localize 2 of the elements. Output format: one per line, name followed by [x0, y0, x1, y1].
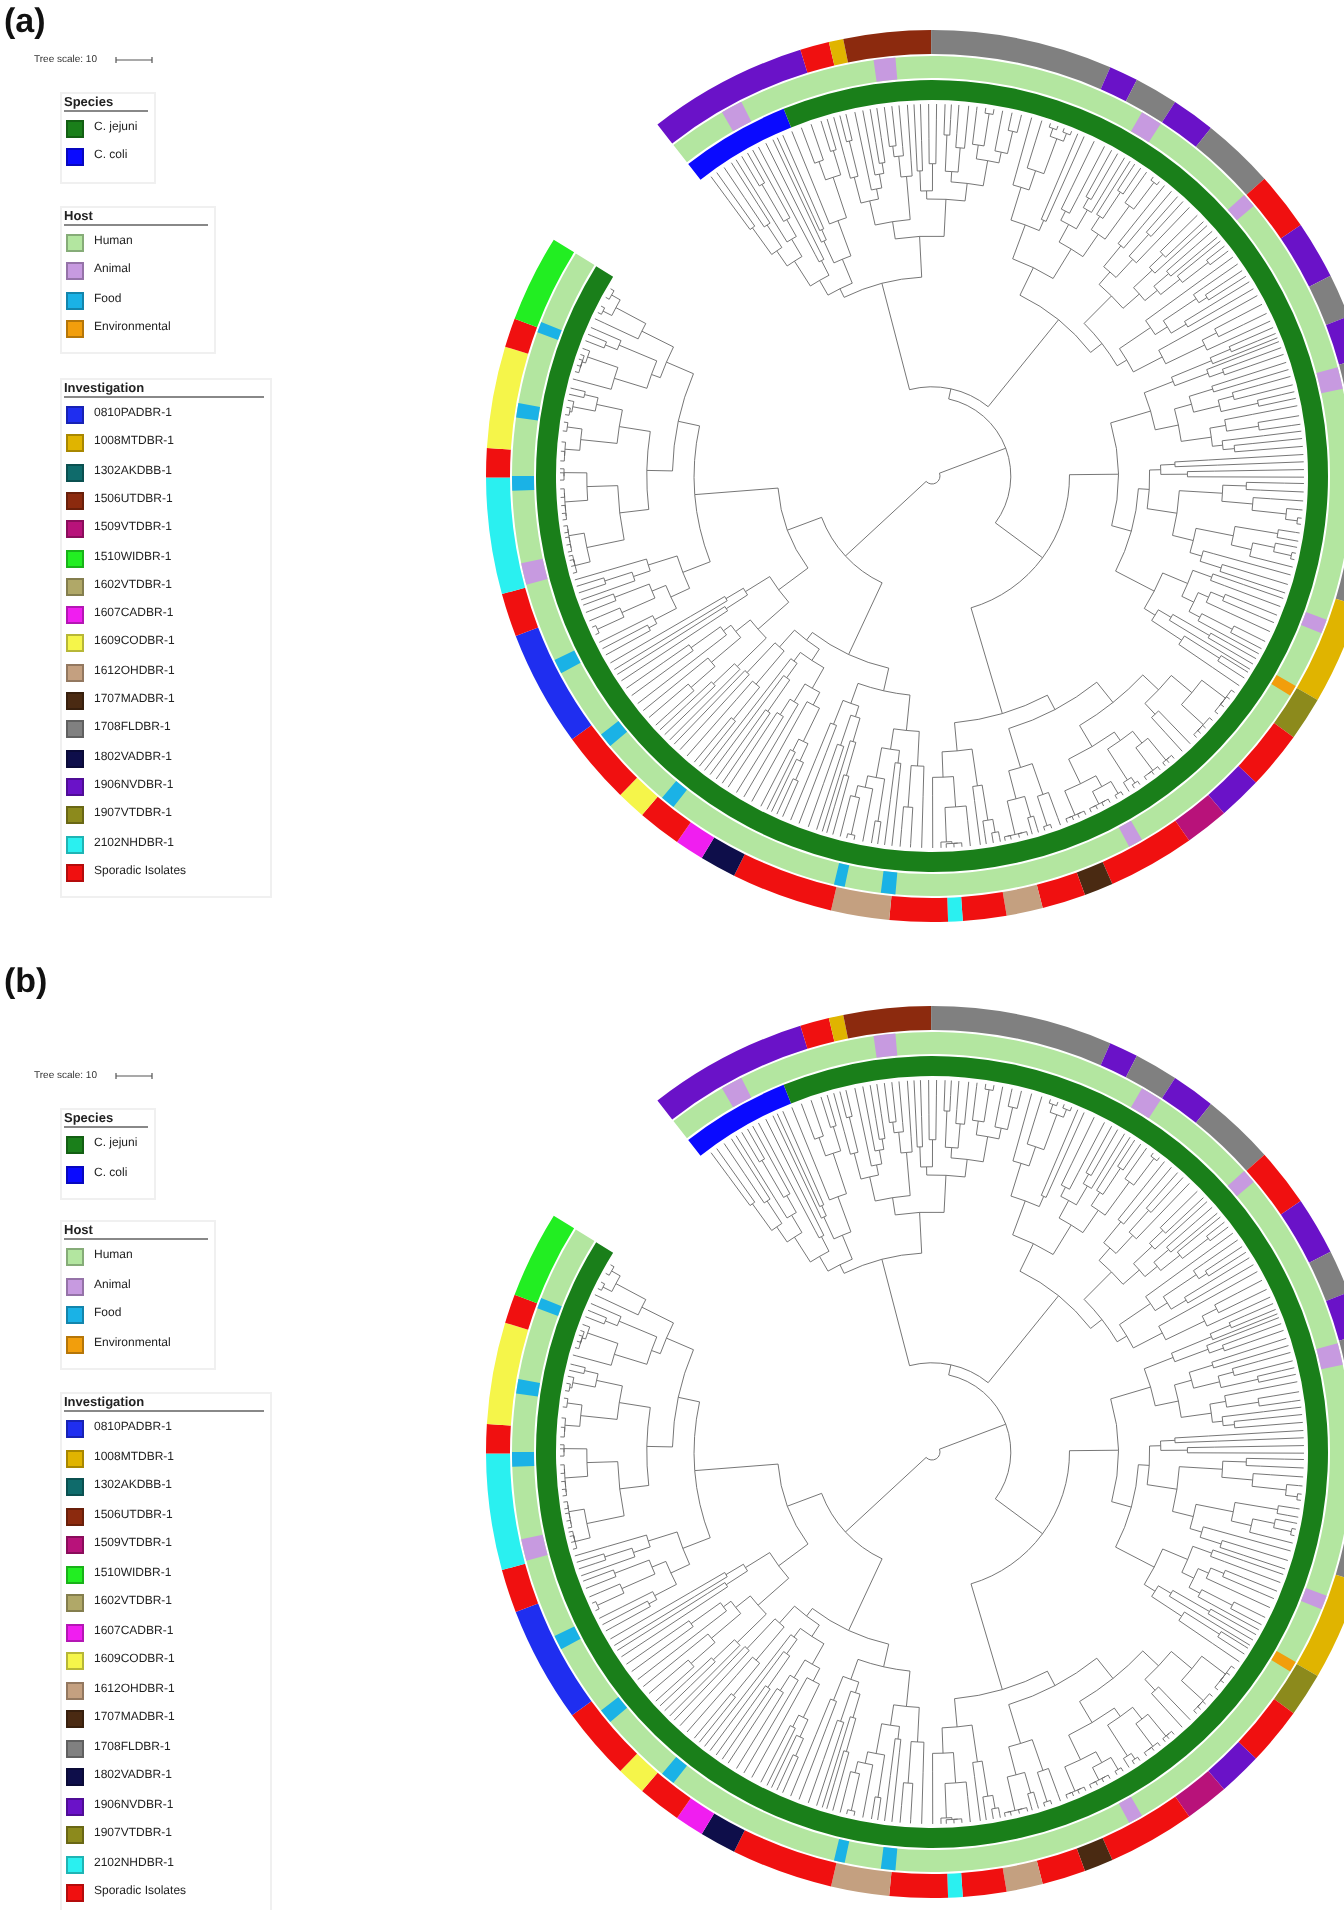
panel-label: (a)	[4, 2, 46, 42]
panel-label: (b)	[4, 962, 48, 1002]
